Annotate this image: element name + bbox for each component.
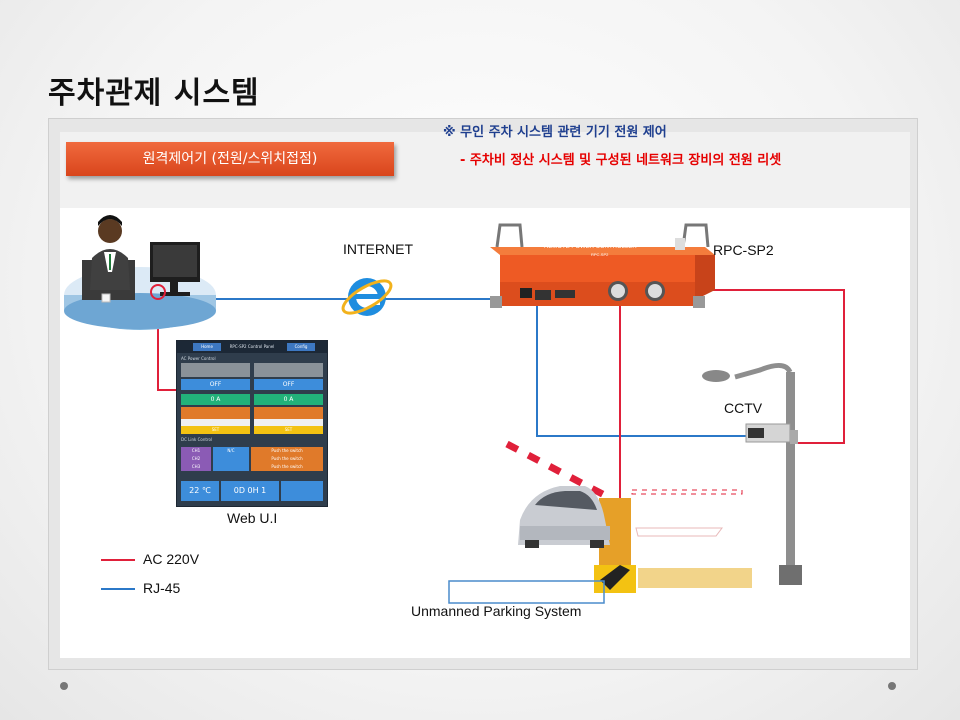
parking-system-label: Unmanned Parking System bbox=[411, 603, 582, 619]
web-ui-off-2: OFF bbox=[254, 379, 323, 390]
legend-ac-line bbox=[101, 559, 135, 561]
web-ui-ch2: CH2 bbox=[181, 455, 211, 463]
web-ui-uptime: 0D 0H 1 bbox=[221, 481, 279, 501]
rpc-face-model: RPC-SP2 bbox=[591, 252, 609, 257]
web-ui-set-1: SET bbox=[181, 426, 250, 434]
web-ui-amp-2: 0 A bbox=[254, 394, 323, 405]
web-ui-push-2: Push the switch bbox=[251, 455, 323, 463]
legend-rj45-label: RJ-45 bbox=[143, 580, 181, 596]
rj45-rpc-to-cctv bbox=[536, 302, 748, 437]
web-ui-config-button: Config bbox=[287, 343, 315, 351]
cctv-label: CCTV bbox=[724, 400, 763, 416]
web-ui-amp-1: 0 A bbox=[181, 394, 250, 405]
web-ui-block bbox=[254, 407, 323, 419]
web-ui-ac-title: AC Power Control bbox=[181, 356, 216, 361]
parking-spot-outline bbox=[448, 580, 605, 604]
operator-workstation bbox=[64, 215, 216, 330]
note-power-reset: - 주차비 정산 시스템 및 구성된 네트워크 장비의 전원 리셋 bbox=[460, 153, 782, 168]
web-ui-block bbox=[254, 419, 323, 426]
web-ui-home-button: Home bbox=[193, 343, 221, 351]
parking-barrier bbox=[505, 440, 752, 593]
slide-title: 주차관제 시스템 bbox=[48, 76, 260, 111]
web-ui-block bbox=[254, 363, 323, 377]
internet-label: INTERNET bbox=[343, 241, 413, 257]
parking-car bbox=[518, 486, 610, 548]
web-ui-temperature: 22 ℃ bbox=[181, 481, 219, 501]
web-ui-block bbox=[281, 481, 323, 501]
web-ui-block bbox=[181, 419, 250, 426]
web-ui-dc-title: DC Link Control bbox=[181, 437, 213, 442]
web-ui-block bbox=[181, 363, 250, 377]
cctv-pole bbox=[702, 363, 802, 585]
web-ui-off-1: OFF bbox=[181, 379, 250, 390]
rpc-face-title: REMOTE POWER CONTROLLER bbox=[544, 244, 637, 250]
rpc-sp2-label: RPC-SP2 bbox=[713, 242, 774, 258]
legend-ac-label: AC 220V bbox=[143, 551, 200, 567]
rpc-sp2-device bbox=[490, 223, 715, 308]
web-ui-set-2: SET bbox=[254, 426, 323, 434]
remote-controller-badge: 원격제어기 (전원/스위치접점) bbox=[66, 142, 394, 176]
note-power-control: ※ 무인 주차 시스템 관련 기기 전원 제어 bbox=[443, 125, 667, 140]
web-ui-block bbox=[181, 407, 250, 419]
web-ui-push-3: Push the switch bbox=[251, 463, 323, 471]
web-ui-ch3: CH3 bbox=[181, 463, 211, 471]
slide-dot-right bbox=[888, 682, 896, 690]
web-ui-ch1: CH1 bbox=[181, 447, 211, 455]
slide-dot-left bbox=[60, 682, 68, 690]
web-ui-panel: RPC-SP2 Control Panel Home Config AC Pow… bbox=[176, 340, 328, 507]
ac-rpc-to-cctv bbox=[667, 289, 845, 444]
web-ui-label: Web U.I bbox=[227, 510, 278, 526]
internet-icon bbox=[341, 278, 393, 316]
web-ui-push-1: Push the switch bbox=[251, 447, 323, 455]
legend-rj45-line bbox=[101, 588, 135, 590]
web-ui-nc: N/C bbox=[213, 447, 249, 471]
